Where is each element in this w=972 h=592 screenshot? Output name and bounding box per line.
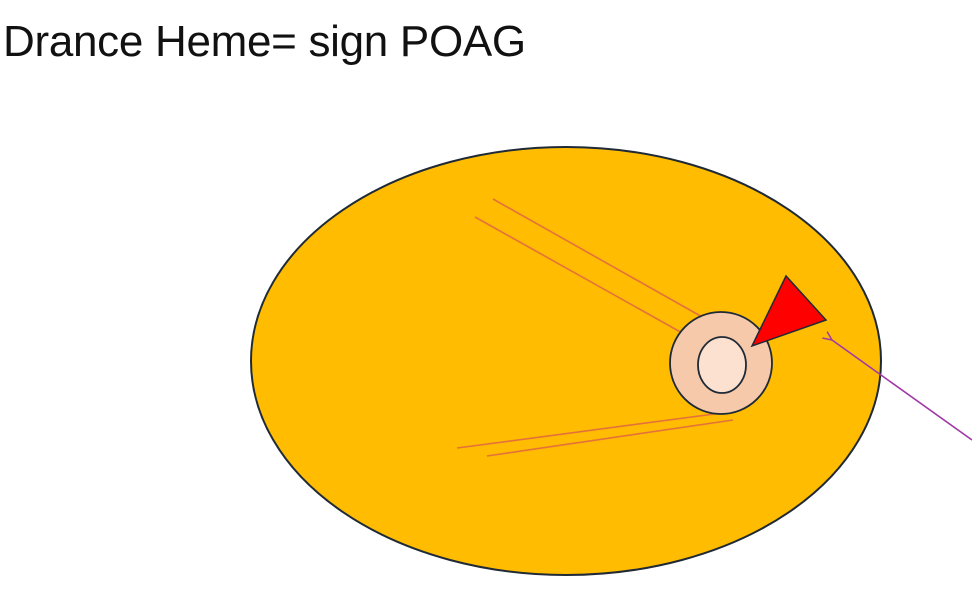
pointer-arrow — [832, 340, 972, 441]
superior-vessel-line — [492, 198, 705, 319]
inferior-vessel-line — [456, 412, 723, 449]
inferior-vessel-line — [486, 419, 734, 457]
slide-title: Drance Heme= sign POAG — [3, 17, 526, 66]
superior-vessel-line — [474, 216, 685, 335]
optic-cup — [697, 336, 747, 394]
disc-hemorrhage-triangle — [750, 274, 828, 348]
fundus-ellipse — [250, 146, 882, 576]
